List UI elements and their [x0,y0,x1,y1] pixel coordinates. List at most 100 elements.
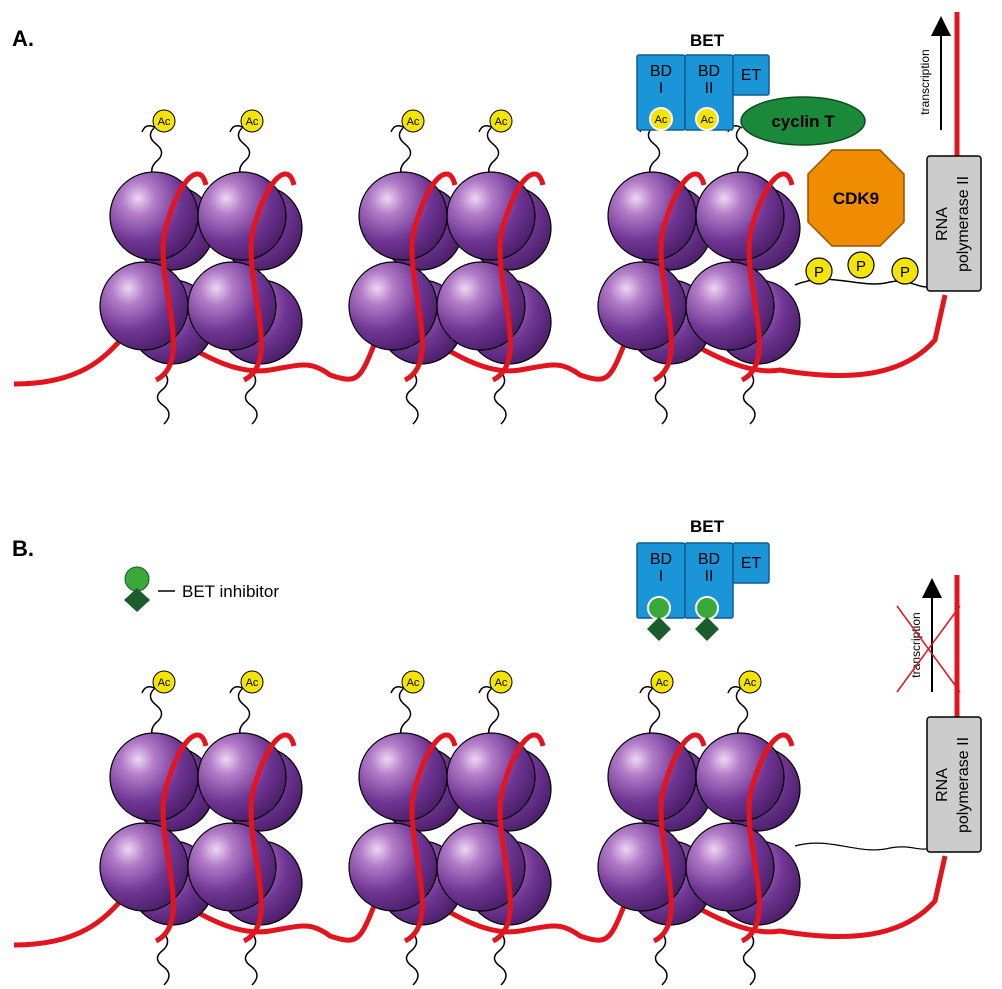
histone-tail [398,688,412,740]
histone-tail [149,688,163,740]
dna-wrap [491,171,546,383]
acetyl-marker [240,109,264,133]
blocked-cross-icon [896,605,961,693]
bd2-numeral: II [705,568,714,585]
nucleosome [597,125,713,425]
histone-tail [398,127,412,179]
acetyl-label: Ac [407,677,420,689]
cyclin-label: cyclin T [771,112,835,131]
panel-label: B. [12,536,34,561]
acetyl-marker [695,107,719,131]
rna-polymerase-ii [926,716,982,853]
panel-label: A. [12,26,34,51]
bd1-label: BD [650,551,672,568]
et-label: ET [741,67,762,84]
dna-wrap [491,732,546,944]
nucleosome: Ac [685,670,801,986]
phosphate-label: P [814,264,824,281]
rna-polymerase-ii [926,155,982,292]
nucleosome: Ac [597,670,713,986]
bd2-label: BD [698,63,720,80]
nucleosome: Ac [99,670,215,986]
histone-tail [742,932,756,986]
et-label: ET [741,555,762,572]
cyclin-t [740,96,866,146]
nucleosome: Ac [436,670,552,986]
acetyl-label: Ac [656,677,669,689]
histone-tail [647,688,661,740]
acetyl-label: Ac [158,677,171,689]
inhibitor-circle-icon [124,566,150,592]
panel-b: B. BET inhibitor Ac Ac Ac Ac Ac Ac BET BD I B… [12,517,982,986]
histone-tail [244,371,258,425]
cdk9-label: CDK9 [833,189,879,208]
histone-tail [405,371,419,425]
rnap-label-line2: polymerase II [955,176,972,272]
acetyl-marker [240,670,264,694]
acetyl-label: Ac [495,677,508,689]
nucleosome [685,125,801,425]
bet-title: BET [690,31,725,50]
panel-a: A. Ac Ac Ac Ac BET BD I BD II ET Ac Ac cycl… [12,12,982,425]
acetyl-label: Ac [495,116,508,128]
et-domain [732,542,770,584]
acetyl-marker [489,109,513,133]
acetyl-marker [152,670,176,694]
histone-tail [654,932,668,986]
nucleosome: Ac [436,109,552,425]
dna-wrap [242,171,297,383]
acetyl-label: Ac [246,116,259,128]
bd1-numeral: I [659,80,663,97]
dna-wrap [652,732,707,944]
dna-wrap [154,732,209,944]
histone-tail [244,932,258,986]
acetyl-marker [401,109,425,133]
histone-tail [156,932,170,986]
ctd-tail [794,842,931,851]
phospho-group: P P P [805,251,919,285]
inhibitor-diamond-icon [695,617,719,641]
bd1-numeral: I [659,568,663,585]
dna-wrap [403,732,458,944]
rnap-label-line1: RNA [934,207,951,241]
bet-protein: BET BD I BD II ET [636,517,770,641]
acetyl-label: Ac [158,116,171,128]
dna-wrap [154,171,209,383]
nucleosome: Ac [348,109,464,425]
acetyl-marker [152,109,176,133]
phosphate-label: P [856,258,866,275]
nucleosome-group: Ac Ac Ac Ac Ac Ac [99,670,801,986]
bet-title: BET [690,517,725,536]
bd2-numeral: II [705,80,714,97]
et-domain [732,54,770,96]
dna-wrap [652,171,707,383]
histone-tail [156,371,170,425]
bet-protein: BET BD I BD II ET Ac Ac [636,31,770,131]
nucleosome: Ac [187,109,303,425]
inhibitor-legend: BET inhibitor [124,566,279,612]
histone-tail [493,932,507,986]
dna-wrap [403,171,458,383]
histone-tail [742,371,756,425]
histone-tail [486,688,500,740]
histone-tail [237,688,251,740]
inhibitor-legend-label: BET inhibitor [182,582,279,601]
cdk9 [807,149,905,247]
transcription-label: transcription [918,49,932,114]
histone-tail [493,371,507,425]
nucleosome: Ac [348,670,464,986]
phosphate-label: P [900,264,910,281]
histone-tail [735,127,749,179]
dna-wrap [740,732,795,944]
acetyl-label: Ac [246,677,259,689]
nucleosome: Ac [187,670,303,986]
acetyl-marker [649,107,673,131]
histone-tail [149,127,163,179]
inhibitor-circle-icon [647,596,671,620]
phosphate-marker [805,257,833,285]
acetyl-label: Ac [407,116,420,128]
histone-tail [405,932,419,986]
histone-tail [486,127,500,179]
acetyl-marker [401,670,425,694]
